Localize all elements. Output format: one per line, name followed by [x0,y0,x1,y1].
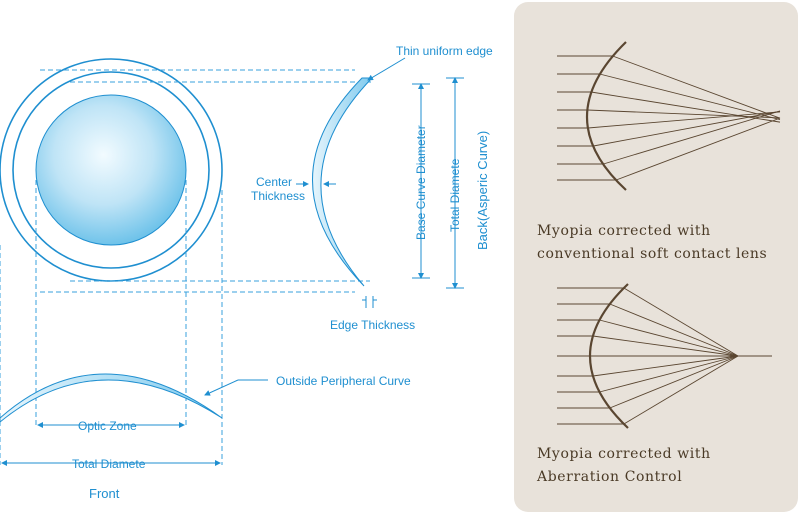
label-center: Center [256,175,292,189]
refracted-ray [587,109,781,119]
caption-top-line1: Myopia corrected with [537,223,711,239]
refracted-ray [623,287,739,357]
lens-front-view [0,58,223,282]
label-thickness: Thickness [251,189,305,203]
refracted-ray [592,335,739,357]
projection-lines [0,69,372,465]
label-front: Front [89,486,120,501]
front-profile-arc [0,373,223,423]
refracted-ray [599,355,739,393]
refracted-ray [592,355,739,377]
conventional-lens-diagram [557,41,781,191]
lens-side-crescent [312,77,374,287]
aberration-control-rays [557,287,772,425]
peripheral-ring [12,71,210,269]
refracted-ray [609,303,739,357]
label-optic-zone: Optic Zone [78,419,137,433]
refracted-ray [587,111,781,129]
refracted-ray [599,319,739,357]
caption-top-line2: conventional soft contact lens [537,246,767,262]
label-base-curve-diameter: Base Curve Diameter [414,125,428,240]
label-outside-peripheral-curve: Outside Peripheral Curve [276,374,411,388]
caption-bottom-line2: Aberration Control [536,469,682,485]
refracted-ray [603,110,781,165]
lens-side-view [312,77,374,287]
comparison-panel: Myopia corrected with conventional soft … [514,2,798,512]
optic-zone-circle [35,94,187,246]
conventional-rays [557,55,781,181]
lens-front-profile [0,373,268,466]
side-dimensions [296,57,464,308]
label-total-diameter-side: Total Diamete [448,158,462,232]
aberration-control-diagram [557,283,772,429]
label-back-aspheric-curve: Back(Asperic Curve) [475,131,490,250]
label-thin-uniform-edge: Thin uniform edge [396,44,493,58]
refracted-ray [609,355,739,409]
label-total-diameter-front: Total Diamete [72,457,146,471]
conventional-lens-arc [585,41,627,191]
refracted-ray [593,110,781,147]
refracted-ray [612,55,781,119]
caption-bottom-line1: Myopia corrected with [537,446,711,462]
refracted-ray [623,355,739,425]
label-edge-thickness: Edge Thickness [330,318,415,332]
refracted-ray [616,117,781,181]
panel-background [514,2,798,512]
refracted-ray [599,73,781,121]
